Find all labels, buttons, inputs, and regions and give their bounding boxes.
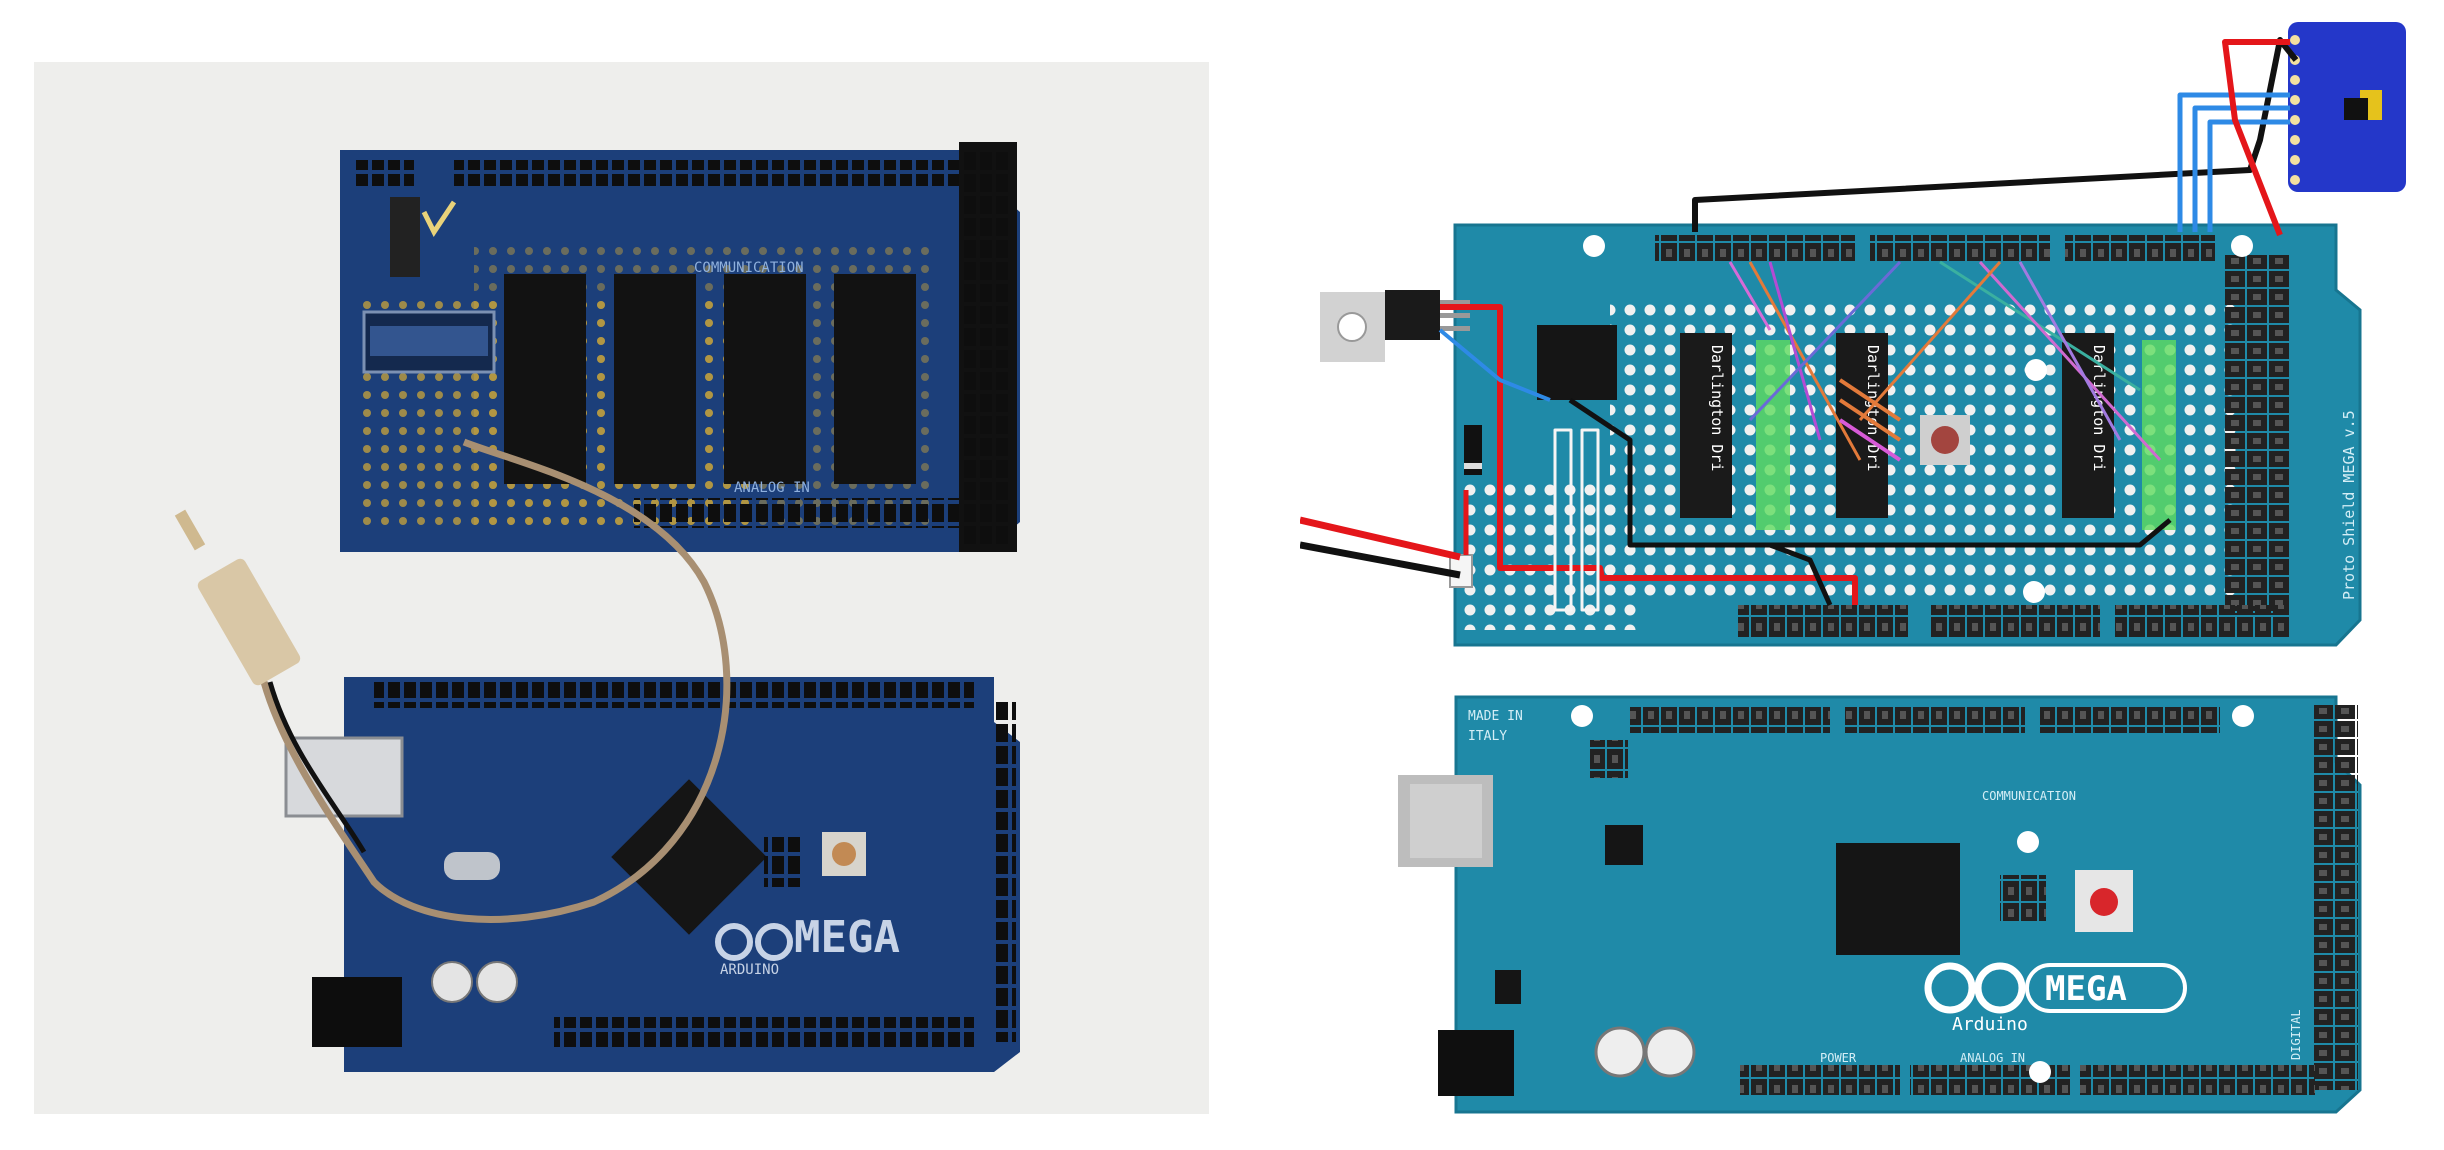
diagram-made-in: MADE IN: [1468, 709, 1523, 724]
diagram-voltage-regulator: [1320, 290, 1470, 362]
diagram-mega-sub: Arduino: [1952, 1014, 2028, 1035]
diagram-label-power: POWER: [1820, 1051, 1857, 1065]
photo-shield-label-analog: ANALOG IN: [734, 480, 810, 496]
photo-mega-brand: MEGA: [794, 912, 900, 963]
diagram-label-communication: COMMUNICATION: [1982, 789, 2076, 803]
diagram-proto-shield: Darlington Dri Darlington Dri Darlington…: [1453, 223, 2362, 647]
photo-proto-shield: COMMUNICATION ANALOG IN: [340, 142, 1020, 552]
photo-power-cable: [174, 438, 731, 923]
diagram-italy: ITALY: [1468, 729, 1507, 744]
photo-panel: COMMUNICATION ANALOG IN: [34, 62, 1209, 1114]
diagram-imu-breakout: [2288, 22, 2406, 192]
diagram-wires: [1299, 37, 2299, 612]
diagram-arduino-mega: MEGA Arduino MADE IN ITALY COMMUNICATION…: [1398, 695, 2362, 1114]
diagram-shield-name: Proto Shield MEGA v.5: [2340, 410, 2358, 600]
diagram-panel: Darlington Dri Darlington Dri Darlington…: [1299, 0, 2444, 1146]
diagram-label-digital: DIGITAL: [2289, 1009, 2303, 1060]
diagram-chip-label-1: Darlington Dri: [1708, 345, 1726, 471]
photo-svg: COMMUNICATION ANALOG IN: [174, 142, 1020, 1072]
diagram-chip-label-3: Darlington Dri: [2090, 345, 2108, 471]
diagram-mega-brand: MEGA: [2045, 969, 2127, 1009]
photo-mega-sub: ARDUINO: [720, 962, 779, 978]
photo-arduino-mega: MEGA ARDUINO: [284, 677, 1020, 1072]
diagram-label-analog: ANALOG IN: [1960, 1051, 2025, 1065]
diagram-svg: Darlington Dri Darlington Dri Darlington…: [1299, 22, 2406, 1114]
photo-shield-label-communication: COMMUNICATION: [694, 260, 804, 276]
